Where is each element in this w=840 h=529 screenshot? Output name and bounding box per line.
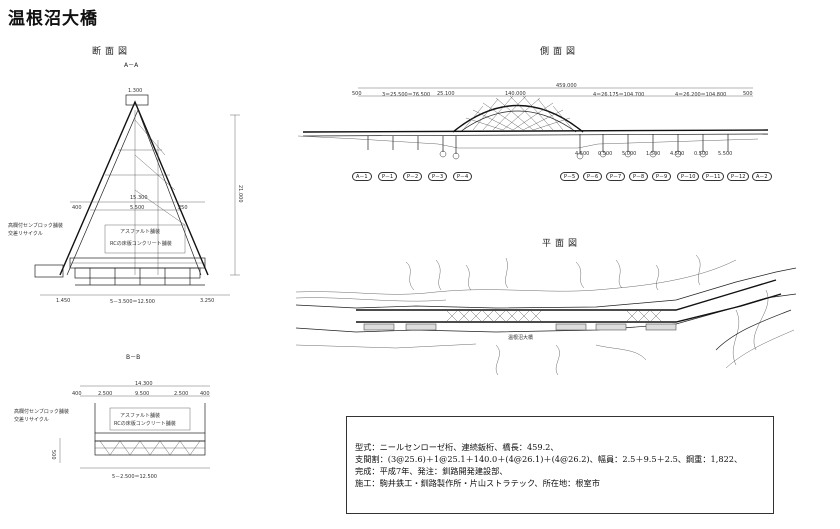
b-dim-total: 14.300	[135, 381, 153, 387]
b-dim-edge-left: 400	[72, 391, 82, 397]
dim-left-edge: 400	[72, 205, 82, 211]
spec-completion: 完成：平成7年、発注：釧路開発建設部、	[355, 466, 508, 476]
dim-bottom-right: 3.250	[200, 298, 215, 304]
side-height-1: 4.500	[575, 151, 590, 157]
pier-label: P－6	[583, 172, 603, 181]
pier-label: P－11	[702, 172, 725, 181]
side-height-2: 0.500	[598, 151, 613, 157]
pier-label: P－2	[403, 172, 423, 181]
side-span-3: 140.000	[505, 91, 526, 97]
dim-width-top: 15.300	[130, 195, 148, 201]
b-note-recycle: 交差リサイクル	[14, 417, 49, 423]
specification-box: 型式：ニールセンローゼ桁、連続鈑桁、橋長：459.2、 支間割：(3@25.6)…	[346, 416, 774, 514]
note-railing: 高欄付センブロック舗装	[8, 223, 63, 229]
note-recycle: 交差リサイクル	[8, 231, 43, 237]
pier-label: P－7	[606, 172, 626, 181]
plan-bridge-label: 温根沼大橋	[508, 335, 534, 341]
side-end-left: 500	[352, 91, 362, 97]
side-height-5: 4.500	[670, 151, 685, 157]
b-note-slab: RCの床版コンクリート舗装	[114, 421, 176, 427]
pier-label: P－1	[378, 172, 398, 181]
dim-cap: 1.300	[128, 88, 143, 94]
side-view-drawing	[297, 87, 769, 160]
plan-view-drawing	[295, 254, 797, 376]
dim-bottom-span: 5－3.500＝12.500	[110, 299, 155, 305]
cross-section-a-drawing	[34, 94, 240, 296]
side-view-title: 側面図	[540, 47, 580, 57]
side-span-2: 25.100	[437, 91, 455, 97]
spec-construction: 施工：駒井鉄工・釧路製作所・片山ストラテック、所在地：根室市	[355, 478, 600, 488]
b-note-railing: 高欄付センブロック舗装	[14, 409, 69, 415]
pier-label: A－2	[752, 172, 772, 181]
spec-type: 型式：ニールセンローゼ桁、連続鈑桁、橋長：459.2、	[355, 442, 559, 452]
side-height-6: 0.500	[694, 151, 709, 157]
cross-section-b-drawing	[59, 385, 210, 469]
pier-label: P－9	[652, 172, 672, 181]
side-end-right: 500	[743, 91, 753, 97]
dim-width-inner: 5.500	[130, 205, 145, 211]
side-total-length: 459.000	[556, 83, 577, 89]
b-dim-height: 500	[50, 450, 56, 460]
side-span-1: 3＝25.500＝76.500	[382, 92, 431, 98]
b-dim-edge-right: 400	[200, 391, 210, 397]
pier-label: P－4	[453, 172, 473, 181]
note-asphalt: アスファルト舗装	[120, 229, 161, 235]
b-dim-center: 9.500	[135, 391, 150, 397]
side-height-7: 5.500	[718, 151, 733, 157]
pier-label: P－5	[560, 172, 580, 181]
dim-right-edge: 250	[178, 205, 188, 211]
cross-section-title: 断面図	[92, 47, 132, 57]
section-a-label: A－A	[124, 62, 139, 69]
dim-height: 21.000	[237, 185, 243, 203]
pier-label: P－3	[428, 172, 448, 181]
side-span-5: 4＝26.200＝104.800	[675, 92, 727, 98]
side-height-4: 1.500	[646, 151, 661, 157]
note-slab: RCの床版コンクリート舗装	[110, 241, 172, 247]
pier-label: A－1	[352, 172, 372, 181]
plan-view-title: 平面図	[542, 239, 582, 249]
pier-label: P－12	[727, 172, 750, 181]
b-dim-right: 2.500	[174, 391, 189, 397]
pier-label: P－8	[629, 172, 649, 181]
b-dim-span: 5－2.500＝12.500	[112, 474, 157, 480]
dim-bottom-left: 1.450	[56, 298, 71, 304]
side-span-4: 4＝26.175＝104.700	[593, 92, 645, 98]
pier-label: P－10	[677, 172, 700, 181]
spec-spans: 支間割：(3@25.6)＋1@25.1＋140.0＋(4@26.1)＋(4@26…	[355, 454, 743, 464]
b-dim-left: 2.500	[98, 391, 113, 397]
page-title: 温根沼大橋	[8, 9, 98, 29]
section-b-label: B－B	[126, 354, 141, 361]
b-note-asphalt: アスファルト舗装	[120, 413, 161, 419]
side-height-3: 5.000	[622, 151, 637, 157]
